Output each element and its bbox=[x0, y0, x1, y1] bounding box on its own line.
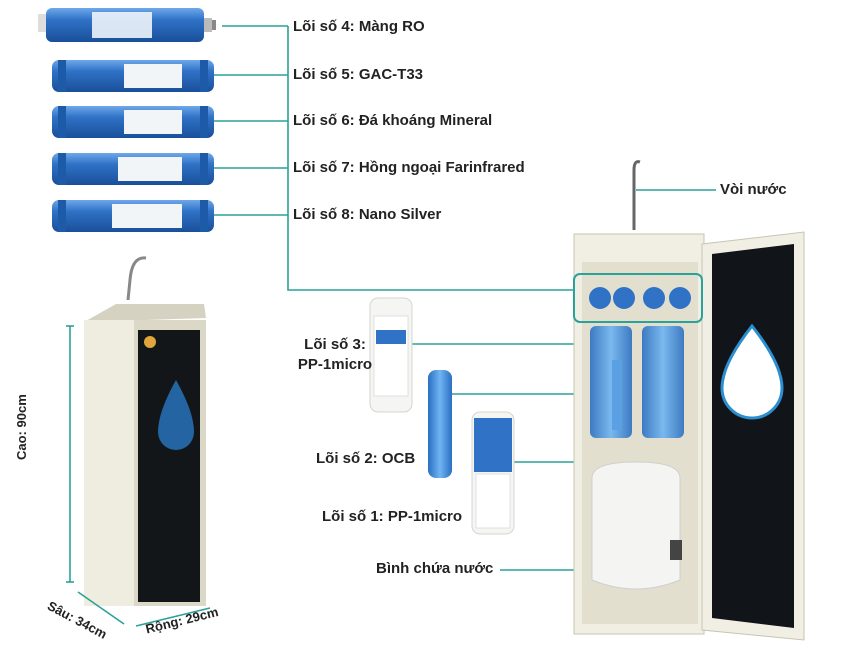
filter-core-5 bbox=[52, 60, 214, 92]
label-tank: Bình chứa nước bbox=[376, 560, 494, 577]
label-core-3-line2: PP-1micro bbox=[297, 356, 373, 373]
filter-core-8 bbox=[52, 200, 214, 232]
dimension-lines bbox=[66, 325, 211, 627]
machine-closed bbox=[84, 256, 206, 606]
label-core-8: Lõi số 8: Nano Silver bbox=[293, 206, 442, 223]
filter-core-4-ro bbox=[38, 8, 216, 42]
label-core-3-line1: Lõi số 3: bbox=[304, 336, 366, 353]
filter-core-7 bbox=[52, 153, 214, 185]
label-core-4: Lõi số 4: Màng RO bbox=[293, 18, 425, 35]
filter-core-6 bbox=[52, 106, 214, 138]
label-core-1: Lõi số 1: PP-1micro bbox=[322, 508, 463, 525]
dimension-height: Cao: 90cm bbox=[14, 394, 29, 460]
filter-core-1 bbox=[471, 411, 515, 535]
label-core-6: Lõi số 6: Đá khoáng Mineral bbox=[293, 112, 493, 129]
label-core-5: Lõi số 5: GAC-T33 bbox=[293, 66, 424, 83]
filter-core-3 bbox=[369, 297, 413, 413]
filter-core-2 bbox=[428, 370, 452, 478]
label-core-7: Lõi số 7: Hồng ngoại Farinfrared bbox=[293, 159, 525, 176]
machine-open bbox=[573, 160, 805, 641]
label-core-2: Lõi số 2: OCB bbox=[316, 450, 416, 467]
label-faucet: Vòi nước bbox=[720, 181, 787, 198]
